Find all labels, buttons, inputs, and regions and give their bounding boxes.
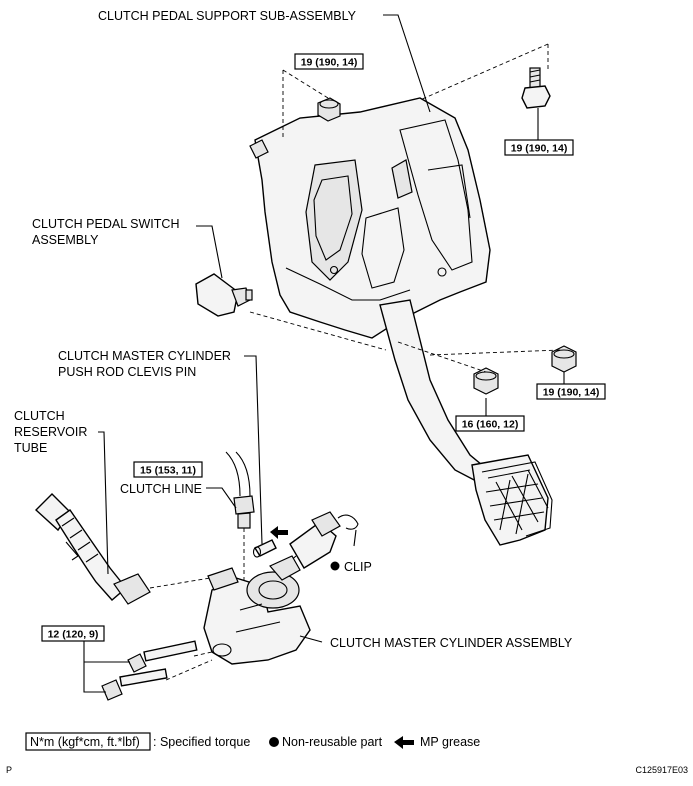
svg-text:19 (190, 14): 19 (190, 14) (301, 57, 358, 69)
legend-mp-grease-icon (394, 736, 414, 749)
mp-grease-arrow-marker (270, 526, 288, 539)
cylinder-bolt-upper (127, 640, 198, 673)
legend-torque-key: N*m (kgf*cm, ft.*lbf) (30, 735, 140, 749)
svg-text:15 (153, 11): 15 (153, 11) (140, 465, 196, 477)
label-master-cylinder: CLUTCH MASTER CYLINDER ASSEMBLY (330, 636, 573, 650)
cylinder-bolt-lower (101, 668, 168, 701)
clevis-pin (252, 539, 277, 558)
clip (337, 514, 359, 530)
legend-non-reusable-icon (269, 737, 279, 747)
clutch-pedal-switch (195, 273, 253, 317)
label-clutch-line: CLUTCH LINE (120, 482, 202, 496)
label-clutch-pedal-support: CLUTCH PEDAL SUPPORT SUB-ASSEMBLY (98, 9, 357, 23)
nut-right (551, 345, 577, 373)
label-clip: CLIP (344, 560, 372, 574)
svg-text:19 (190, 14): 19 (190, 14) (543, 387, 600, 399)
torque-box-nut-right: 19 (190, 14) (536, 383, 606, 400)
support-bolt-right (521, 67, 551, 109)
torque-box-support-nut-left: 19 (190, 14) (294, 53, 364, 70)
push-rod-yoke (279, 511, 341, 571)
footer-left: P (6, 765, 12, 775)
clutch-reservoir-tube (34, 493, 151, 605)
svg-text:16 (160, 12): 16 (160, 12) (462, 419, 519, 431)
legend-torque-desc: : Specified torque (153, 735, 250, 749)
legend: N*m (kgf*cm, ft.*lbf) : Specified torque… (25, 732, 480, 751)
torque-box-nut-center: 16 (160, 12) (455, 415, 525, 432)
label-clutch-pedal-switch-line2: ASSEMBLY (32, 233, 99, 247)
leader-lines (70, 14, 565, 693)
support-nut-left (317, 97, 341, 122)
clutch-line (225, 451, 255, 529)
label-clutch-pedal-switch-line1: CLUTCH PEDAL SWITCH (32, 217, 179, 231)
clutch-master-cylinder (203, 555, 311, 665)
label-clevis-pin-line1: CLUTCH MASTER CYLINDER (58, 349, 231, 363)
footer-figure-code: C125917E03 (635, 765, 688, 775)
label-reservoir-line2: RESERVOIR (14, 425, 87, 439)
torque-box-clutch-line: 15 (153, 11) (133, 461, 203, 478)
alignment-lines (149, 43, 561, 681)
svg-text:12 (120, 9): 12 (120, 9) (48, 629, 99, 641)
torque-box-cylinder-bolts: 12 (120, 9) (41, 625, 105, 642)
label-reservoir-line3: TUBE (14, 441, 47, 455)
torque-box-support-bolt-right: 19 (190, 14) (504, 139, 574, 156)
label-clevis-pin-line2: PUSH ROD CLEVIS PIN (58, 365, 196, 379)
non-reusable-marker (330, 561, 340, 571)
svg-text:19 (190, 14): 19 (190, 14) (511, 143, 568, 155)
legend-non-reusable: Non-reusable part (282, 735, 383, 749)
clutch-pedal-support-bracket (249, 97, 491, 339)
legend-mp-grease: MP grease (420, 735, 480, 749)
label-reservoir-line1: CLUTCH (14, 409, 65, 423)
